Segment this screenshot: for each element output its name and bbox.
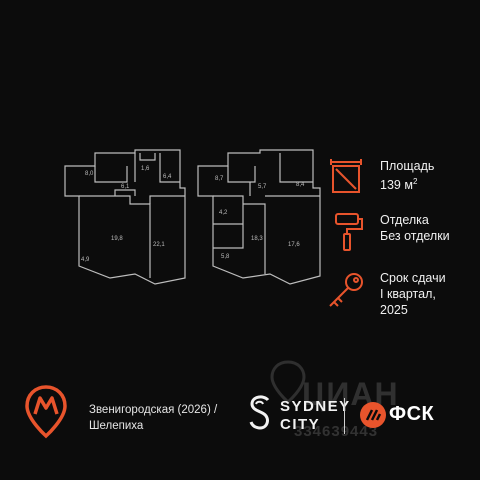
watermark-id: 334639443 <box>294 423 379 440</box>
room-label: 8,4 <box>296 182 305 188</box>
room-label: 5,7 <box>258 184 267 190</box>
room-label: 8,7 <box>215 176 224 182</box>
sydney-city-logo: SYDNEY CITY <box>280 398 351 434</box>
area-label: Площадь <box>380 159 435 173</box>
room-label: 18,3 <box>251 236 263 242</box>
floor-plans-drawing: 8,0 6,1 6,4 1,6 19,8 22,1 4,9 8,7 5,7 8,… <box>64 149 321 285</box>
room-label: 4,9 <box>81 257 90 263</box>
finish-label: Отделка <box>380 213 429 227</box>
sydney-city-line2: CITY <box>280 416 321 433</box>
area-value-number: 139 м <box>380 178 413 193</box>
room-label: 22,1 <box>153 242 165 248</box>
sydney-city-logo-icon <box>249 395 270 430</box>
delivery-label: Срок сдачи <box>380 271 446 285</box>
area-value: 139 м2 <box>380 174 480 193</box>
delivery-value-line1: I квартал, <box>380 287 436 301</box>
sydney-city-line1: SYDNEY <box>280 398 351 415</box>
floor-plans: 8,0 6,1 6,4 1,6 19,8 22,1 4,9 8,7 5,7 8,… <box>55 148 323 293</box>
metro-station-line2: Шелепиха <box>89 420 144 432</box>
fsk-logo-icon <box>360 402 386 428</box>
room-label: 1,6 <box>141 166 150 172</box>
area-unit-sup: 2 <box>412 177 418 186</box>
finish-value: Без отделки <box>380 229 450 243</box>
room-label: 4,2 <box>219 210 228 216</box>
finish-text: Отделка Без отделки <box>380 212 480 244</box>
metro-station-line1: Звенигородская (2026) / <box>89 404 218 416</box>
area-text: Площадь 139 м2 <box>380 158 480 193</box>
area-frame-icon <box>326 158 366 198</box>
room-label: 6,4 <box>163 174 172 180</box>
logo-divider <box>344 398 345 434</box>
metro-station: Звенигородская (2026) / Шелепиха <box>89 402 249 434</box>
room-label: 5,8 <box>221 254 230 260</box>
delivery-value-line2: 2025 <box>380 303 408 317</box>
key-icon <box>326 270 366 310</box>
fsk-logo-label: ФСК <box>389 403 435 425</box>
room-label: 17,6 <box>288 242 300 248</box>
paint-roller-icon <box>326 212 366 252</box>
delivery-text: Срок сдачи I квартал, 2025 <box>380 270 480 318</box>
room-label: 8,0 <box>85 171 94 177</box>
room-label: 19,8 <box>111 236 123 242</box>
room-label: 6,1 <box>121 184 130 190</box>
metro-icon <box>24 384 68 440</box>
